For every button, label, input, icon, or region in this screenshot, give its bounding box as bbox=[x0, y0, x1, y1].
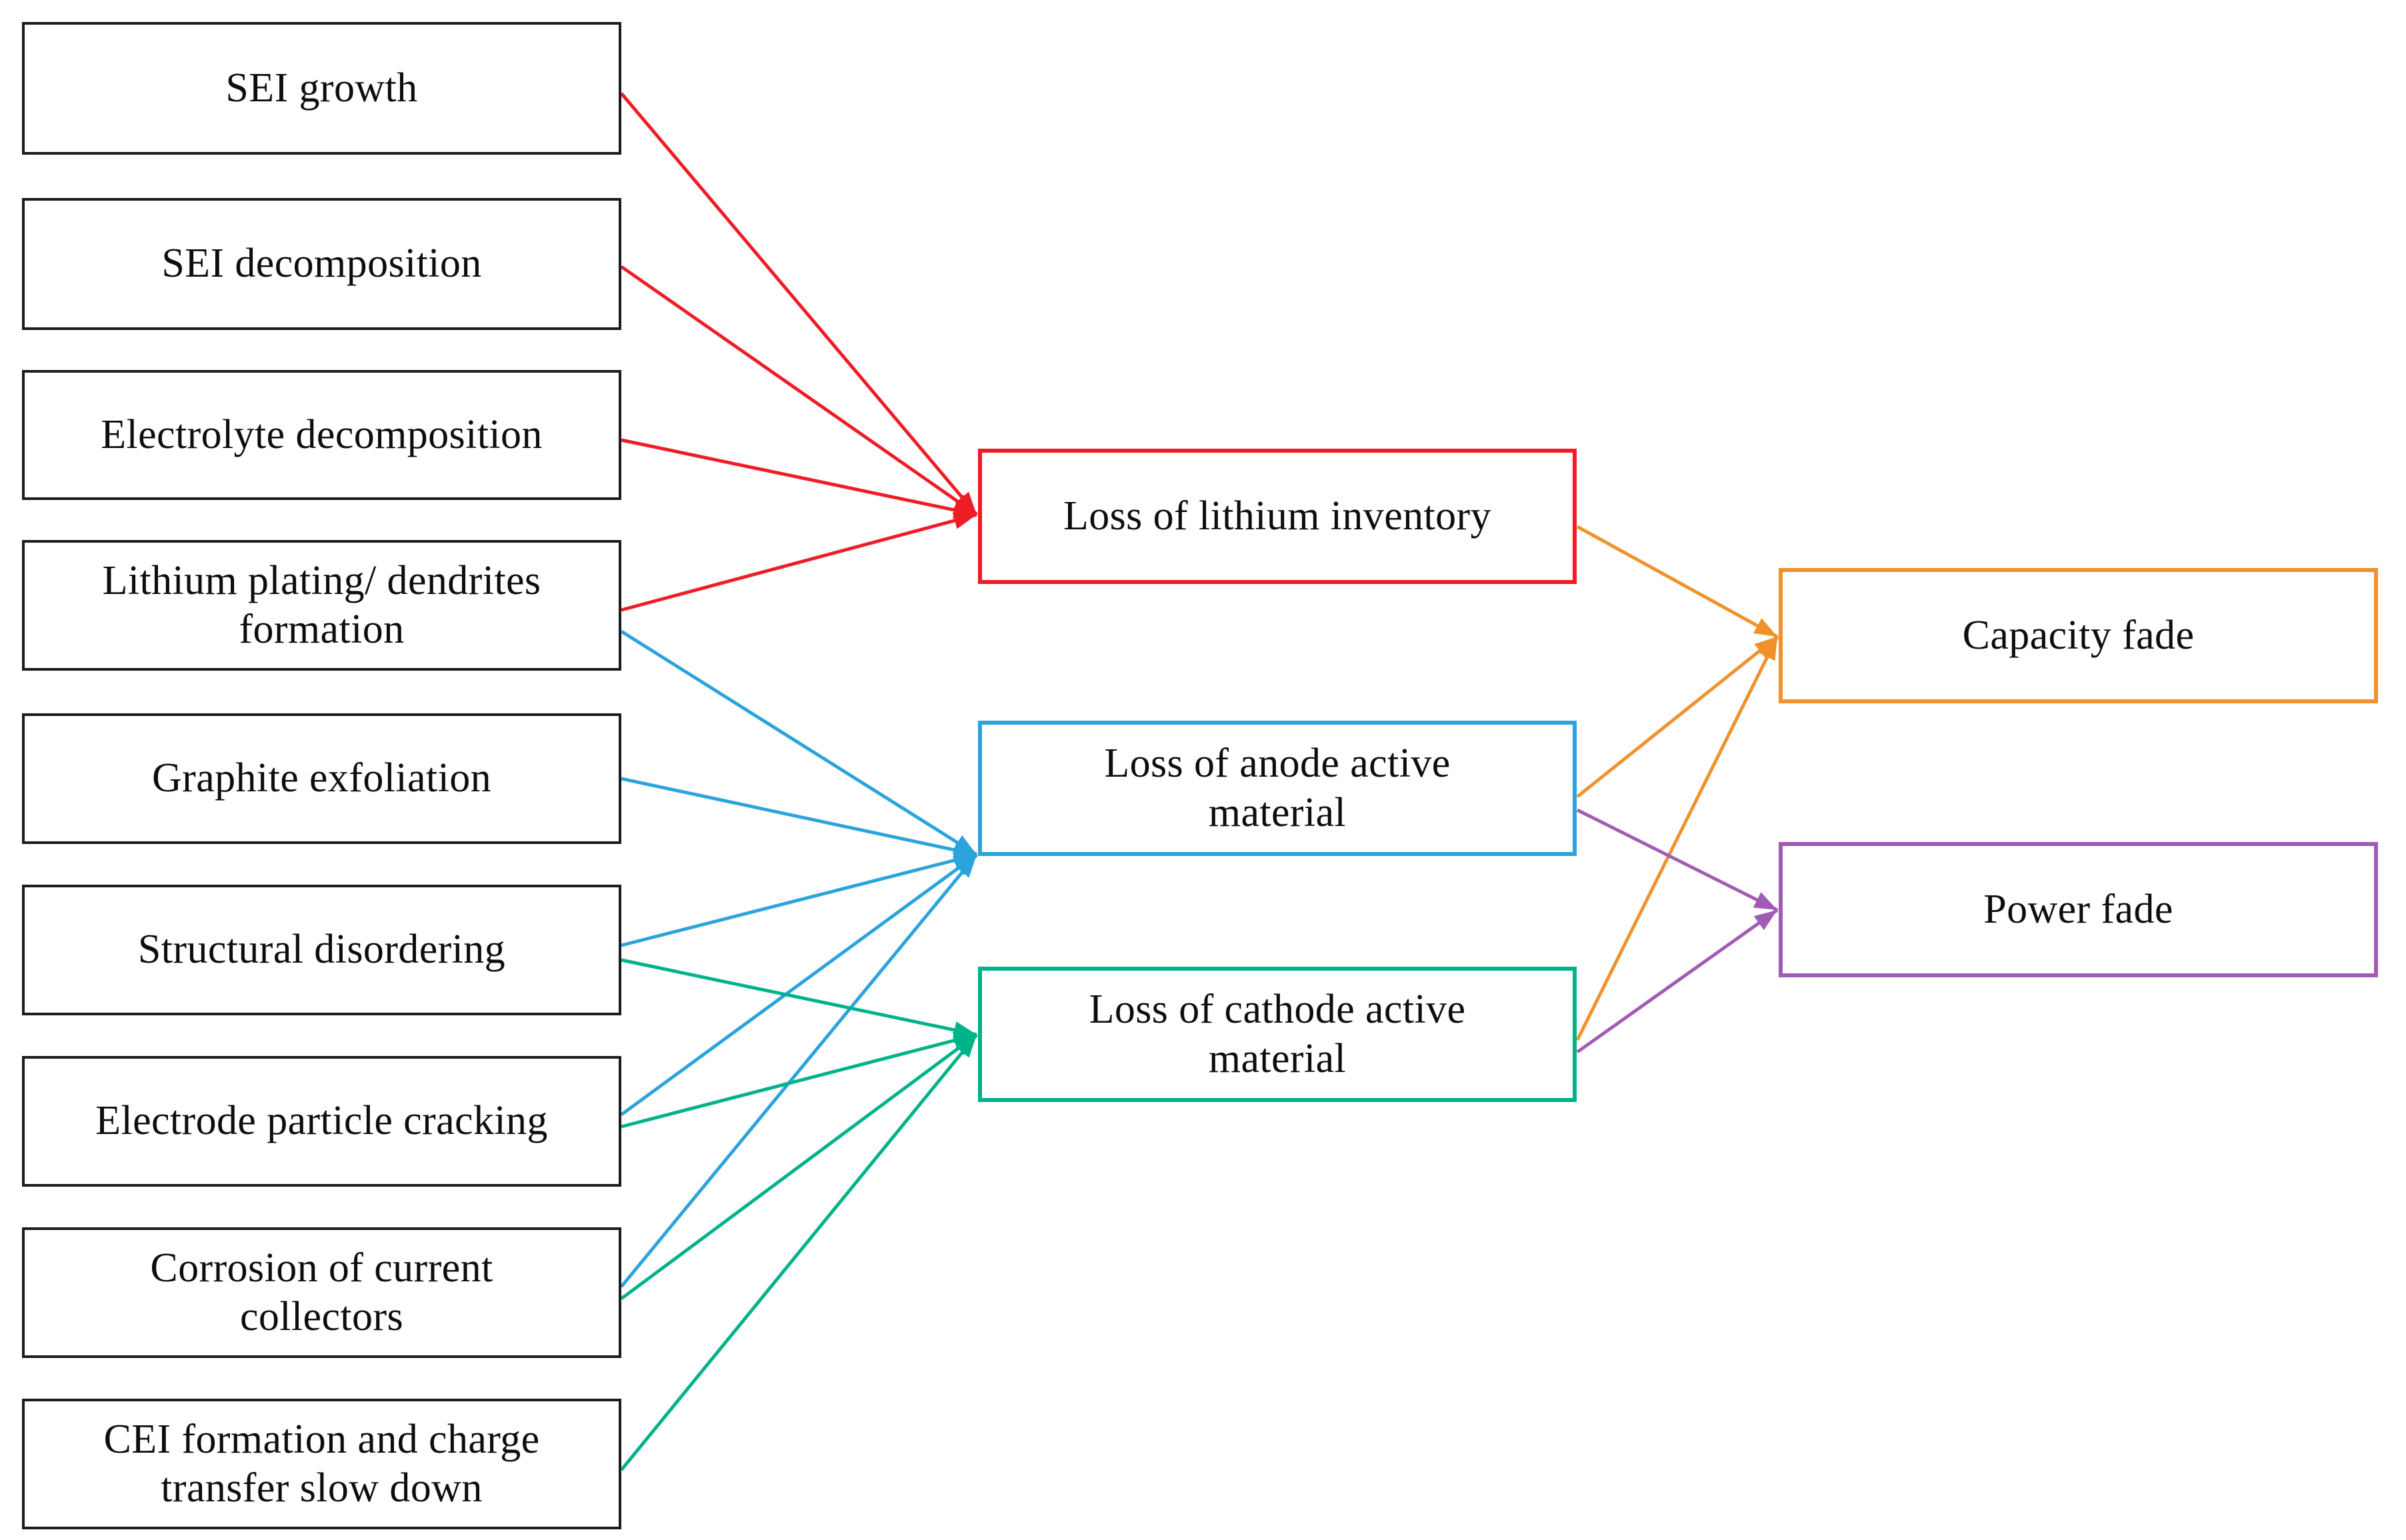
arrowhead-laam-to-capacity-fade bbox=[1754, 637, 1777, 658]
cause-label: CEI formation and charge transfer slow d… bbox=[103, 1416, 540, 1511]
mode-label: Loss of lithium inventory bbox=[1063, 493, 1492, 539]
connector-electrode-cracking-to-lcam bbox=[621, 1033, 977, 1129]
connector-lithium-plating-to-laam bbox=[620, 629, 978, 857]
connector-lcam-to-capacity-fade bbox=[1575, 635, 1779, 1041]
connector-lli-to-capacity-fade bbox=[1576, 525, 1779, 639]
connector-structural-disordering-to-lcam bbox=[621, 958, 977, 1037]
connector-laam-to-power-fade bbox=[1576, 808, 1779, 912]
cause-box-corrosion-of-current-collectors[interactable]: Corrosion of current collectors bbox=[22, 1227, 621, 1358]
arrowhead-lcam-to-power-fade bbox=[1753, 910, 1777, 931]
cause-label: Graphite exfoliation bbox=[152, 755, 491, 801]
cause-label: Electrolyte decomposition bbox=[101, 411, 543, 457]
arrowhead-lithium-plating-to-lli bbox=[952, 512, 977, 529]
cause-box-sei-decomposition[interactable]: SEI decomposition bbox=[22, 198, 621, 330]
cause-box-graphite-exfoliation[interactable]: Graphite exfoliation bbox=[22, 713, 621, 844]
cause-box-structural-disordering[interactable]: Structural disordering bbox=[22, 885, 621, 1015]
cause-label: SEI growth bbox=[225, 65, 418, 111]
effect-label: Capacity fade bbox=[1962, 612, 2195, 658]
cause-label: Structural disordering bbox=[137, 927, 506, 973]
effect-box-power-fade[interactable]: Power fade bbox=[1779, 842, 2378, 977]
connector-laam-to-capacity-fade bbox=[1576, 635, 1779, 798]
cause-label: SEI decomposition bbox=[161, 241, 482, 287]
arrowhead-lli-to-capacity-fade bbox=[1753, 618, 1777, 637]
arrowhead-lcam-to-capacity-fade bbox=[1759, 637, 1777, 661]
connector-cei-formation-to-lcam bbox=[620, 1033, 978, 1471]
arrowhead-cei-formation-to-lcam bbox=[955, 1035, 977, 1058]
connector-lines bbox=[620, 92, 1779, 1471]
connector-graphite-exfoliation-to-laam bbox=[621, 777, 977, 857]
cause-box-electrolyte-decomposition[interactable]: Electrolyte decomposition bbox=[22, 370, 621, 500]
connector-sei-growth-to-lli bbox=[620, 92, 978, 516]
connector-structural-disordering-to-laam bbox=[621, 853, 977, 947]
cause-label: Lithium plating/ dendrites formation bbox=[102, 557, 541, 652]
cause-box-lithium-plating-dendrites[interactable]: Lithium plating/ dendrites formation bbox=[22, 540, 621, 671]
mode-box-loss-of-anode-active-material[interactable]: Loss of anode active material bbox=[978, 721, 1577, 856]
connector-lcam-to-power-fade bbox=[1576, 908, 1779, 1054]
cause-label: Electrode particle cracking bbox=[95, 1098, 548, 1144]
connector-lithium-plating-to-lli bbox=[621, 513, 977, 612]
connector-electrode-cracking-to-laam bbox=[620, 853, 978, 1117]
cause-box-cei-formation-charge-transfer[interactable]: CEI formation and charge transfer slow d… bbox=[22, 1399, 621, 1529]
connector-sei-decomposition-to-lli bbox=[620, 265, 978, 517]
arrowhead-laam-to-power-fade bbox=[1753, 892, 1777, 910]
mode-label: Loss of cathode active material bbox=[1089, 987, 1466, 1081]
effect-box-capacity-fade[interactable]: Capacity fade bbox=[1779, 568, 2378, 703]
mode-box-loss-of-lithium-inventory[interactable]: Loss of lithium inventory bbox=[978, 449, 1577, 584]
arrowhead-corrosion-to-laam bbox=[955, 855, 977, 878]
cause-box-electrode-particle-cracking[interactable]: Electrode particle cracking bbox=[22, 1056, 621, 1187]
mode-box-loss-of-cathode-active-material[interactable]: Loss of cathode active material bbox=[978, 967, 1577, 1102]
connector-electrolyte-decomposition-to-lli bbox=[621, 438, 977, 517]
cause-box-sei-growth[interactable]: SEI growth bbox=[22, 22, 621, 155]
cause-label: Corrosion of current collectors bbox=[150, 1245, 493, 1339]
connector-corrosion-to-lcam bbox=[620, 1033, 978, 1301]
effect-label: Power fade bbox=[1983, 886, 2173, 932]
connector-corrosion-to-laam bbox=[620, 853, 978, 1288]
mode-label: Loss of anode active material bbox=[1104, 741, 1451, 835]
